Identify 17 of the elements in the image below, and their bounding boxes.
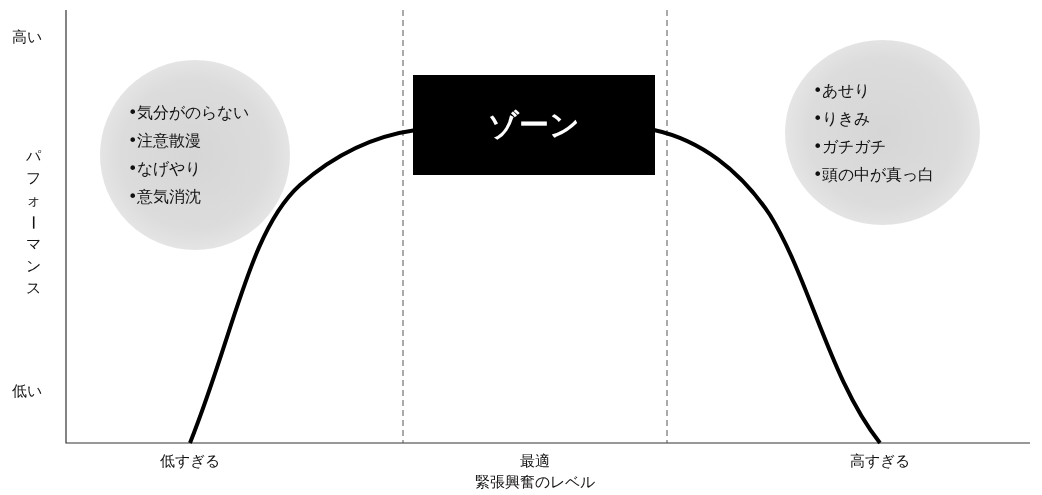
axis-tick-label: 低すぎる xyxy=(160,452,220,471)
list-item: •ガチガチ xyxy=(813,135,887,158)
zone-box xyxy=(413,75,655,175)
axis-tick-label: 高すぎる xyxy=(850,452,910,471)
list-item: •頭の中が真っ白 xyxy=(813,163,935,186)
zone-title: ゾーン xyxy=(488,105,580,144)
axis-tick-label: 最適 xyxy=(520,452,550,471)
list-item: •気分がのらない xyxy=(128,102,250,124)
list-item: •りきみ xyxy=(813,107,871,130)
axis-title: パフォーマンス xyxy=(24,146,42,299)
axis-title: 緊張興奮のレベル xyxy=(475,473,595,492)
list-item: •意気消沈 xyxy=(128,186,202,208)
list-item: •なげやり xyxy=(128,158,202,180)
axis-tick-label: 低い xyxy=(12,382,42,401)
list-item: •あせり xyxy=(813,79,871,102)
axis-tick-label: 高い xyxy=(12,28,42,47)
list-item: •注意散漫 xyxy=(128,130,202,152)
